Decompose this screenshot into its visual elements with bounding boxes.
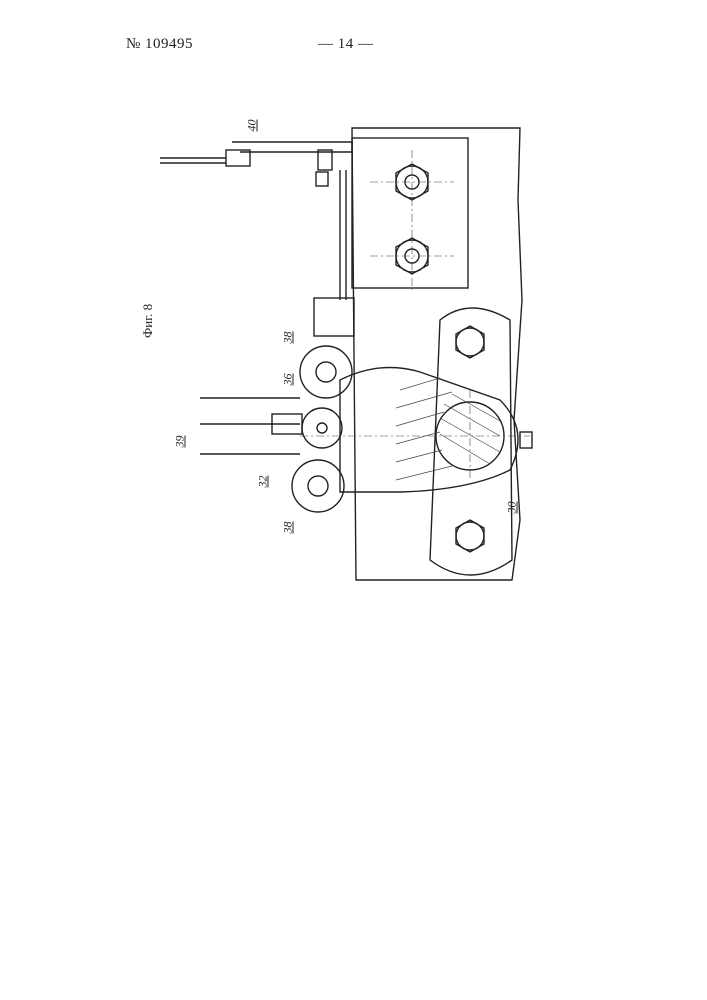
label-38-top: 38 <box>281 332 296 344</box>
bolt-lower-right <box>456 326 484 358</box>
label-39: 39 <box>173 436 188 448</box>
center-lines <box>300 150 530 480</box>
section-hatching <box>396 378 502 480</box>
vertical-rod <box>340 170 346 300</box>
lever-arm-30 <box>340 368 518 493</box>
frame-plate <box>352 128 522 580</box>
side-plate <box>430 308 512 575</box>
bolt-bottom-right <box>456 520 484 552</box>
pivot-32 <box>302 408 342 448</box>
label-40: 40 <box>245 120 260 132</box>
lower-nut <box>316 172 328 186</box>
mounting-block <box>352 138 468 288</box>
label-38-bottom: 38 <box>281 522 296 534</box>
bracket-nut <box>318 150 332 170</box>
bushing <box>314 298 354 336</box>
pivot-38-bottom <box>292 460 344 512</box>
set-screw <box>520 432 532 448</box>
label-36: 36 <box>281 374 296 386</box>
pivot-38-top <box>300 346 352 398</box>
label-32: 32 <box>256 476 271 488</box>
label-30: 30 <box>505 502 520 514</box>
